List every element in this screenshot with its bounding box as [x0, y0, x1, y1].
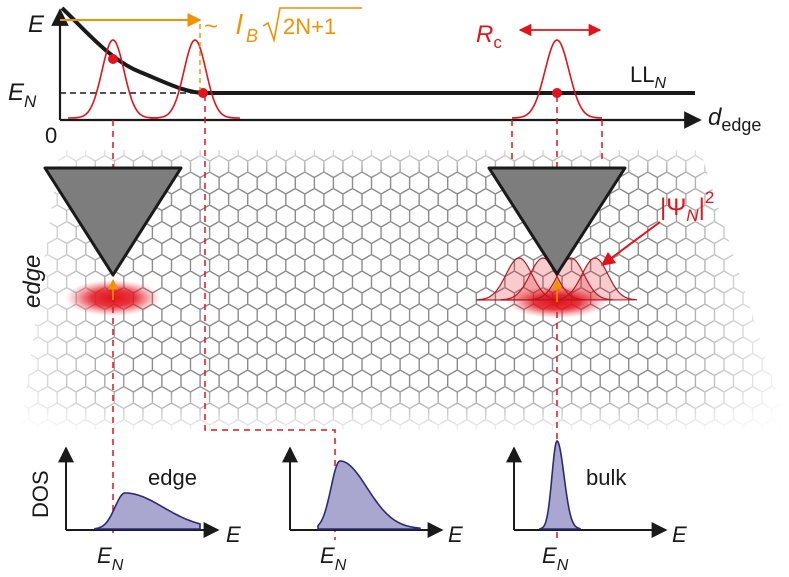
- bulk-density-lobe: [552, 257, 638, 301]
- dos-near-edge-level: EN: [320, 543, 347, 574]
- dos-axis-label: DOS: [28, 470, 53, 518]
- bulk-wavefunction: [512, 39, 602, 119]
- bulk-probability-densities: [476, 257, 638, 301]
- bulk-density-lobe: [500, 257, 586, 301]
- energy-axis-label: E: [28, 11, 45, 38]
- dos-edge-level: EN: [97, 543, 124, 574]
- tip-cone-edge: [43, 166, 183, 277]
- level-label: EN: [8, 79, 37, 111]
- landau-level-label: LLN: [630, 62, 666, 92]
- distance-axis-label: dedge: [708, 104, 761, 135]
- state-dot-bulk: [552, 88, 562, 98]
- dos-bulk-curve: [539, 439, 581, 530]
- dos-bulk-level: EN: [542, 543, 569, 574]
- magnetic-length-symbol: l: [236, 9, 243, 40]
- dos-edge-x-label: E: [226, 522, 241, 547]
- dos-panel-bulk: bulk E EN: [506, 439, 687, 574]
- dos-panels: DOS edge E EN E EN bulk E EN: [28, 439, 687, 574]
- dos-edge-title: edge: [148, 465, 197, 490]
- cyclotron-radius-label: Rc: [476, 21, 502, 52]
- edge-side-label: edge: [19, 255, 46, 308]
- lattice-fade-bottom: [0, 385, 789, 435]
- origin-label: 0: [45, 123, 57, 148]
- stm-tip-edge: [43, 166, 183, 316]
- dos-panel-edge: edge E EN: [58, 446, 241, 574]
- wavefunction-pointer: [600, 221, 661, 266]
- energy-diagram: E EN 0 dedge LLN Rc ~ l B 2N+1: [8, 6, 761, 148]
- sqrt-radicand: 2N+1: [283, 14, 336, 39]
- dos-near-edge-curve: [317, 460, 421, 530]
- dos-near-edge-x-label: E: [448, 522, 463, 547]
- bulk-density-lobe: [476, 257, 562, 301]
- landau-level-curve: [60, 6, 695, 95]
- dos-edge-curve: [94, 492, 201, 530]
- dos-panel-near-edge: E EN: [282, 446, 463, 574]
- stm-tip-bulk: [476, 166, 638, 318]
- state-dot-edge: [108, 54, 118, 64]
- edge-wavefunction-2: [150, 39, 240, 119]
- dos-bulk-title: bulk: [586, 465, 627, 490]
- approx-symbol: ~: [204, 13, 218, 40]
- wavefunction-label: |ΨN|2: [660, 188, 714, 225]
- magnetic-length-label: ~ l B 2N+1: [204, 7, 362, 46]
- sqrt-sign: [262, 7, 362, 44]
- edge-wavefunction-1: [68, 39, 158, 119]
- magnetic-length-subscript: B: [246, 26, 258, 46]
- bulk-density-lobe: [528, 257, 614, 301]
- tip-cone-bulk: [487, 166, 627, 276]
- dos-bulk-x-label: E: [672, 522, 687, 547]
